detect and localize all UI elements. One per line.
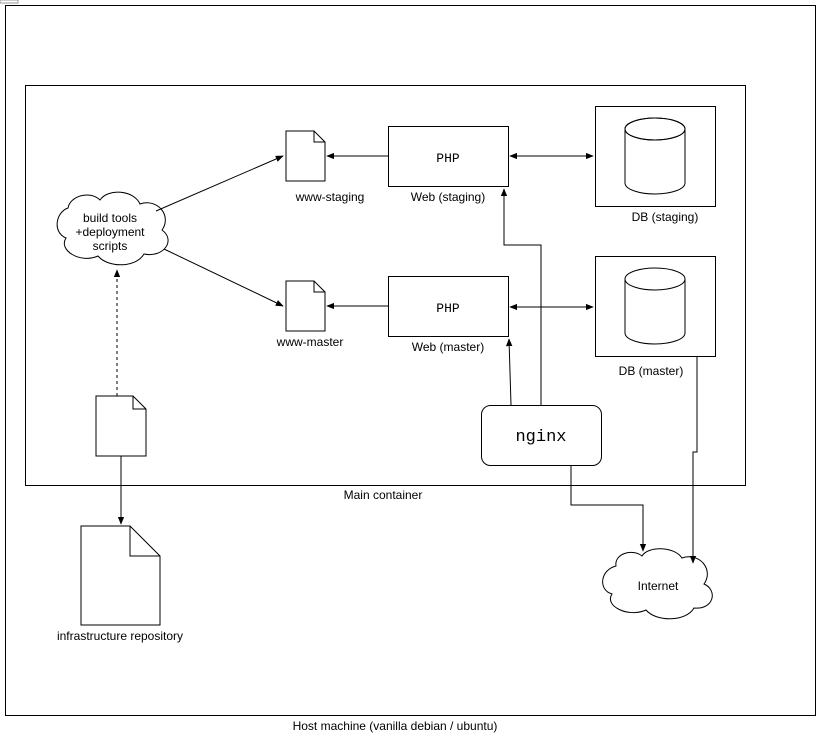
edges (113, 152, 698, 564)
database-cylinder-icon (624, 117, 686, 141)
build-tools-label-3: scripts (93, 239, 128, 253)
host-machine-box (5, 5, 816, 716)
edge-nginx-to-internet (570, 466, 647, 552)
www-staging-document (285, 130, 326, 182)
web-master-php: PHP (436, 301, 460, 316)
web-staging-box (388, 126, 509, 187)
db-staging-node (595, 106, 716, 207)
infrastructure-repository-label: infrastructure repository (57, 629, 183, 643)
edge-db-master-to-internet (689, 357, 698, 564)
edge-build-to-www-master (163, 248, 284, 307)
build-tools-label-2: +deployment (75, 225, 145, 239)
web-staging-label: Web (staging) (411, 190, 485, 204)
build-tools-cloud: build tools +deployment scripts (56, 191, 169, 266)
edge-nginx-to-web-staging (500, 188, 542, 405)
internet-cloud: Internet (602, 548, 713, 620)
nginx-label: nginx (515, 428, 566, 447)
db-master-label: DB (master) (619, 364, 684, 378)
build-tools-label-1: build tools (83, 211, 137, 225)
web-staging-php: PHP (436, 151, 460, 166)
web-master-label: Web (master) (412, 340, 484, 354)
infra-file-document (95, 395, 147, 457)
database-cylinder-icon (624, 267, 686, 291)
corner-artifact (0, 0, 19, 4)
main-container-box (25, 85, 746, 486)
www-master-document (285, 280, 326, 332)
edge-build-to-www-staging (155, 155, 284, 212)
db-staging-label: DB (staging) (632, 210, 699, 224)
web-master-box (388, 276, 509, 337)
edge-nginx-to-web-master (506, 338, 513, 406)
main-container-label: Main container (344, 488, 423, 502)
internet-label: Internet (638, 579, 679, 593)
nginx-box (481, 405, 602, 466)
www-master-label: www-master (276, 335, 344, 349)
db-master-node (595, 256, 716, 357)
host-machine-label: Host machine (vanilla debian / ubuntu) (293, 719, 498, 733)
www-staging-label: www-staging (295, 190, 365, 204)
infrastructure-repository-document (80, 525, 161, 626)
